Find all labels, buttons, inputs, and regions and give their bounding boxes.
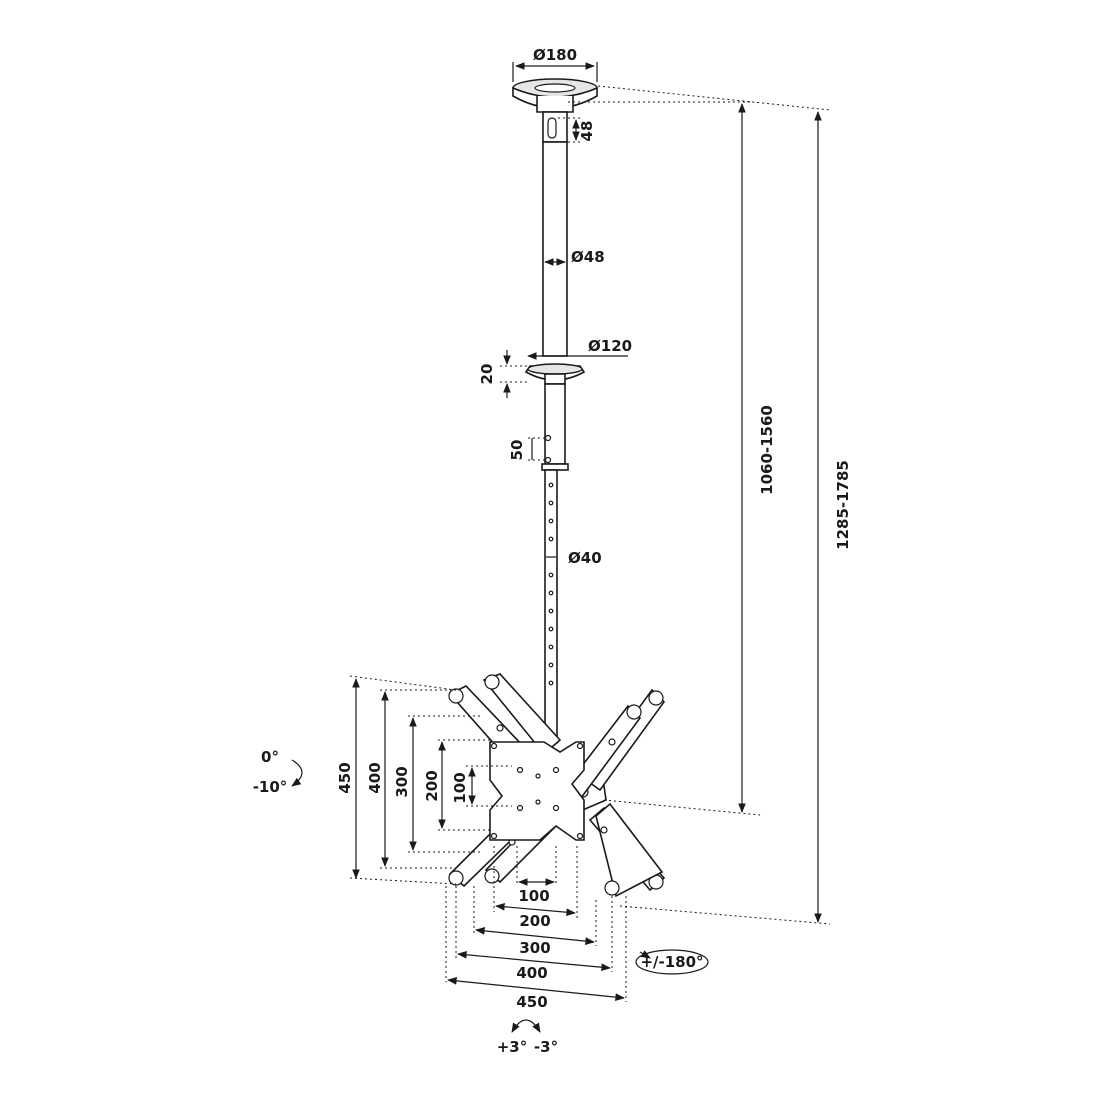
height-range-dim: 1060-1560 bbox=[568, 101, 776, 816]
hole-pitch-label: 50 bbox=[508, 440, 526, 461]
level-plus-label: +3° bbox=[497, 1038, 528, 1056]
swivel-indicator: +/-180° bbox=[635, 949, 709, 975]
upper-pole bbox=[542, 141, 568, 357]
ceiling-plate bbox=[512, 78, 598, 143]
hole-pitch-dim: 50 bbox=[508, 437, 548, 461]
total-height-dim: 1285-1785 bbox=[597, 85, 852, 925]
level-indicator: +3° -3° bbox=[497, 1019, 558, 1056]
vesa-v-100-label: 100 bbox=[451, 772, 469, 803]
tilt-down-label: -10° bbox=[253, 778, 288, 796]
slot-depth-dim: 48 bbox=[558, 117, 596, 143]
vesa-v-400-label: 400 bbox=[366, 762, 384, 793]
inner-pole-diameter-dim: Ø40 bbox=[546, 549, 602, 567]
vesa-h-200-label: 200 bbox=[519, 912, 550, 930]
vesa-v-200-label: 200 bbox=[423, 770, 441, 801]
pole-diameter-label: Ø48 bbox=[571, 248, 605, 266]
slot-depth-label: 48 bbox=[578, 121, 596, 142]
level-minus-label: -3° bbox=[534, 1038, 558, 1056]
center-plate bbox=[489, 741, 585, 841]
vesa-h-100-label: 100 bbox=[518, 887, 549, 905]
inner-pole-diameter-label: Ø40 bbox=[568, 549, 602, 567]
middle-pole bbox=[541, 383, 569, 471]
vesa-horizontal-dims: 100 200 300 400 450 bbox=[445, 846, 627, 1011]
front-arms bbox=[448, 685, 664, 898]
ceiling-plate-diameter-dim: Ø180 bbox=[512, 46, 598, 82]
height-range-label: 1060-1560 bbox=[758, 405, 776, 495]
cover-height-label: 20 bbox=[478, 364, 496, 385]
ceiling-plate-diameter-label: Ø180 bbox=[533, 46, 577, 64]
swivel-label: +/-180° bbox=[640, 953, 703, 971]
vesa-h-400-label: 400 bbox=[516, 964, 547, 982]
pole-diameter-dim: Ø48 bbox=[544, 248, 605, 266]
cover-ring bbox=[524, 363, 586, 385]
vesa-h-450-label: 450 bbox=[516, 993, 547, 1011]
inner-pole bbox=[544, 469, 558, 741]
cover-diameter-label: Ø120 bbox=[588, 337, 632, 355]
vesa-v-300-label: 300 bbox=[393, 766, 411, 797]
vesa-v-450-label: 450 bbox=[336, 762, 354, 793]
vesa-h-300-label: 300 bbox=[519, 939, 550, 957]
vesa-vertical-dims: 450 400 300 200 100 bbox=[336, 675, 512, 885]
total-height-label: 1285-1785 bbox=[834, 460, 852, 550]
tilt-indicator: 0° -10° bbox=[253, 748, 303, 796]
cover-height-dim: 20 bbox=[478, 350, 530, 398]
tilt-up-label: 0° bbox=[261, 748, 279, 766]
cover-diameter-dim: Ø120 bbox=[527, 337, 632, 360]
